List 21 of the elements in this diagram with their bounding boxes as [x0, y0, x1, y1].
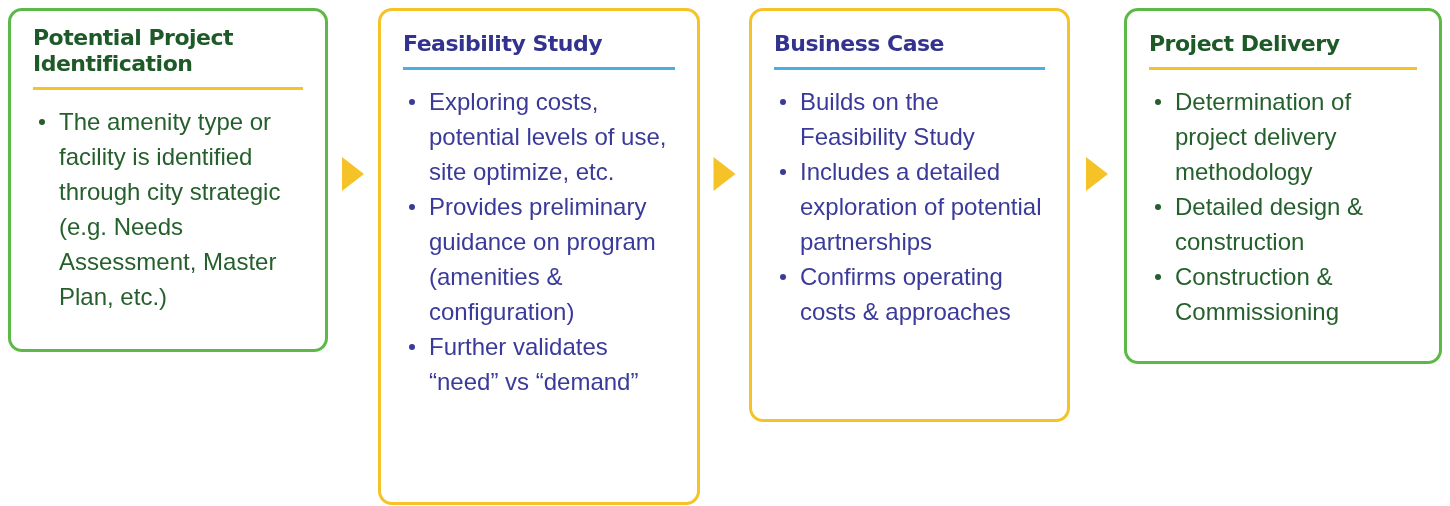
step-heading: Feasibility Study: [403, 31, 604, 58]
bullet-item: Builds on the Feasibility Study: [800, 88, 975, 150]
bullet-item: Exploring costs, potential levels of use, site optimize, etc.: [429, 88, 667, 185]
bullet-item: Determination of project delivery methodology: [1175, 88, 1352, 185]
bullet-item: Further validates “need” vs “demand”: [429, 333, 639, 395]
chevron-arrow: [1086, 157, 1108, 191]
process-box: [1124, 8, 1442, 364]
process-box: [378, 8, 700, 505]
chevron-arrow: [713, 157, 736, 191]
process-box: [8, 8, 328, 352]
chevron-arrow: [342, 157, 364, 191]
bullet-item: The amenity type or facility is identified through city strategic (e.g. Needs Assessment, Master Plan, etc.): [59, 108, 281, 310]
bullet-item: Confirms operating costs & approaches: [800, 263, 1011, 325]
bullet-item: Includes a detailed exploration of potential partnerships: [800, 158, 1042, 255]
process-box: [749, 8, 1070, 422]
step-heading: Potential Project Identification: [33, 25, 235, 78]
step-heading: Project Delivery: [1149, 31, 1341, 58]
bullet-item: Detailed design & construction: [1175, 193, 1364, 255]
bullet-item: Construction & Commissioning: [1175, 263, 1340, 325]
step-heading: Business Case: [774, 31, 945, 58]
bullet-item: Provides preliminary guidance on program (amenities & configuration): [429, 193, 656, 325]
